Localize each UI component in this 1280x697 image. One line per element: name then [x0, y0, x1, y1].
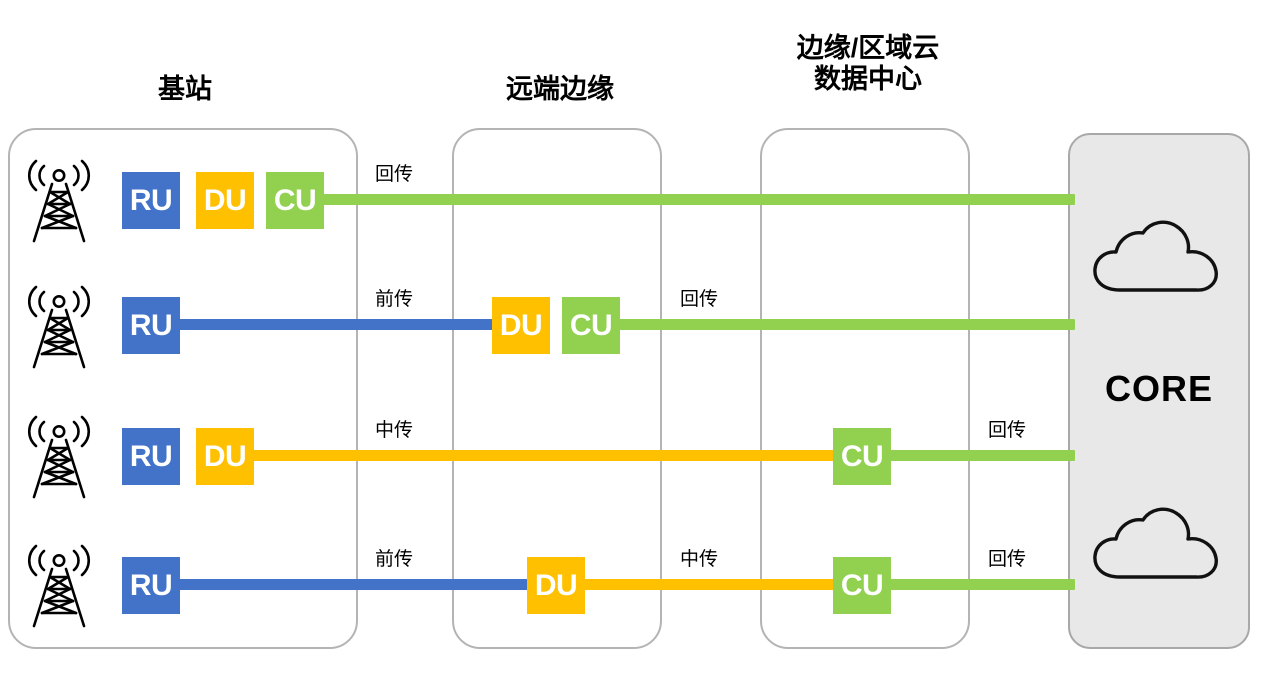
block-du-row4: DU [527, 557, 585, 614]
block-du-row1: DU [196, 172, 254, 229]
caption-fronthaul-row4: 前传 [375, 549, 414, 570]
zone-edge-regional-cloud-dc [760, 128, 970, 649]
core-label: CORE [1104, 368, 1213, 409]
link-midhaul-row3 [244, 450, 842, 461]
block-ru-row2: RU [122, 297, 180, 354]
link-backhaul-row2 [610, 319, 1075, 330]
block-ru-row4: RU [122, 557, 180, 614]
block-du-row3: DU [196, 428, 254, 485]
caption-backhaul-row4: 回传 [988, 549, 1027, 570]
link-fronthaul-row4 [170, 579, 536, 590]
caption-midhaul-row4: 中传 [680, 549, 719, 570]
block-cu-row4: CU [833, 557, 891, 614]
link-fronthaul-row2 [170, 319, 500, 330]
caption-backhaul-row1: 回传 [375, 164, 414, 185]
caption-fronthaul-row2: 前传 [375, 289, 414, 310]
cell-tower-icon [27, 415, 91, 499]
block-du-row2: DU [492, 297, 550, 354]
caption-backhaul-row3: 回传 [988, 420, 1027, 441]
cell-tower-icon [27, 544, 91, 628]
link-midhaul-row4 [578, 579, 842, 590]
block-cu-row1: CU [266, 172, 324, 229]
caption-backhaul-row2: 回传 [680, 289, 719, 310]
link-backhaul-row4 [880, 579, 1075, 590]
block-ru-row3: RU [122, 428, 180, 485]
cell-tower-icon [27, 285, 91, 369]
cloud-icon [1093, 507, 1218, 579]
cloud-icon [1093, 220, 1218, 292]
column-title-far-edge: 远端边缘 [506, 74, 614, 104]
zone-core [1068, 133, 1250, 649]
zone-base-station [8, 128, 358, 649]
column-title-base-station: 基站 [158, 74, 212, 104]
zone-far-edge [452, 128, 662, 649]
link-backhaul-row1 [315, 194, 1075, 205]
block-cu-row3: CU [833, 428, 891, 485]
column-title-edge-regional-cloud-dc: 边缘/区域云 数据中心 [796, 33, 940, 95]
block-cu-row2: CU [562, 297, 620, 354]
caption-midhaul-row3: 中传 [375, 420, 414, 441]
cell-tower-icon [27, 159, 91, 243]
link-backhaul-row3 [880, 450, 1075, 461]
block-ru-row1: RU [122, 172, 180, 229]
